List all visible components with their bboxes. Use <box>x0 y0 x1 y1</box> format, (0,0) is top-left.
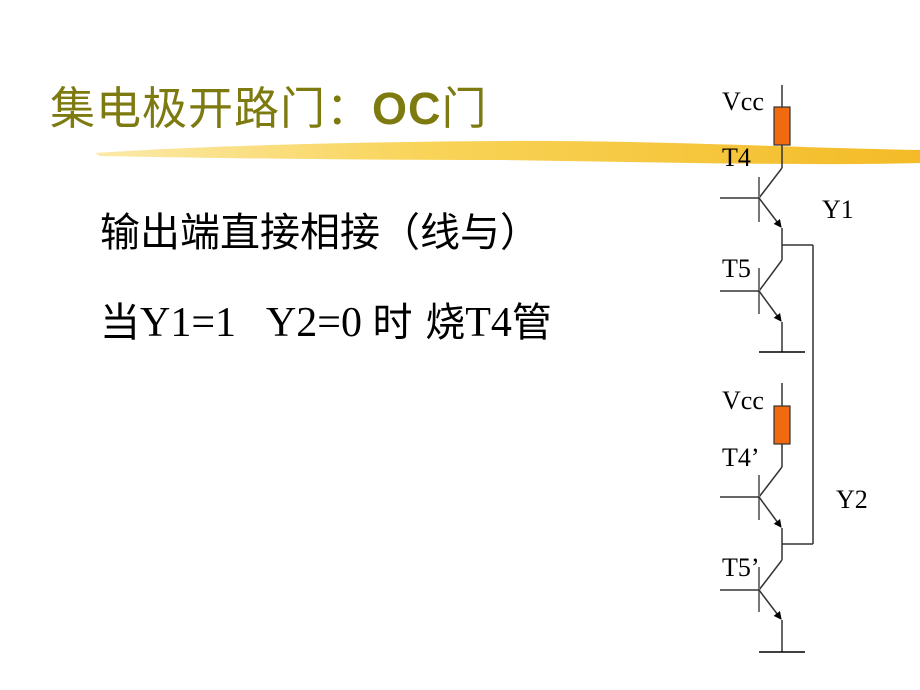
resistor-top <box>773 106 791 146</box>
line2-c: 时 烧 <box>372 300 466 346</box>
title-oc: OC <box>372 83 442 134</box>
line2-e: 管 <box>511 300 552 346</box>
label-vcc-top: Vcc <box>722 87 764 116</box>
title-suffix: 门 <box>441 82 488 135</box>
line2-d: T4 <box>465 300 512 346</box>
title-text: 集电极开路门： <box>50 82 373 135</box>
label-y2: Y2 <box>836 485 868 514</box>
resistor-bottom <box>773 405 791 445</box>
label-vcc-bottom: Vcc <box>722 386 764 415</box>
label-y1: Y1 <box>822 195 854 224</box>
slide-title: 集电极开路门：OC门 <box>50 72 488 137</box>
line2-b: Y1=1 Y2=0 <box>140 300 373 346</box>
line2-a: 当 <box>100 300 140 346</box>
label-t4-prime: T4’ <box>722 443 760 472</box>
label-t5: T5 <box>722 254 751 283</box>
body-line-2: 当Y1=1 Y2=0 时 烧T4管 <box>100 290 552 348</box>
label-t5-prime: T5’ <box>722 553 760 582</box>
label-t4: T4 <box>722 143 751 172</box>
body-line-1: 输出端直接相接（线与） <box>100 210 540 256</box>
